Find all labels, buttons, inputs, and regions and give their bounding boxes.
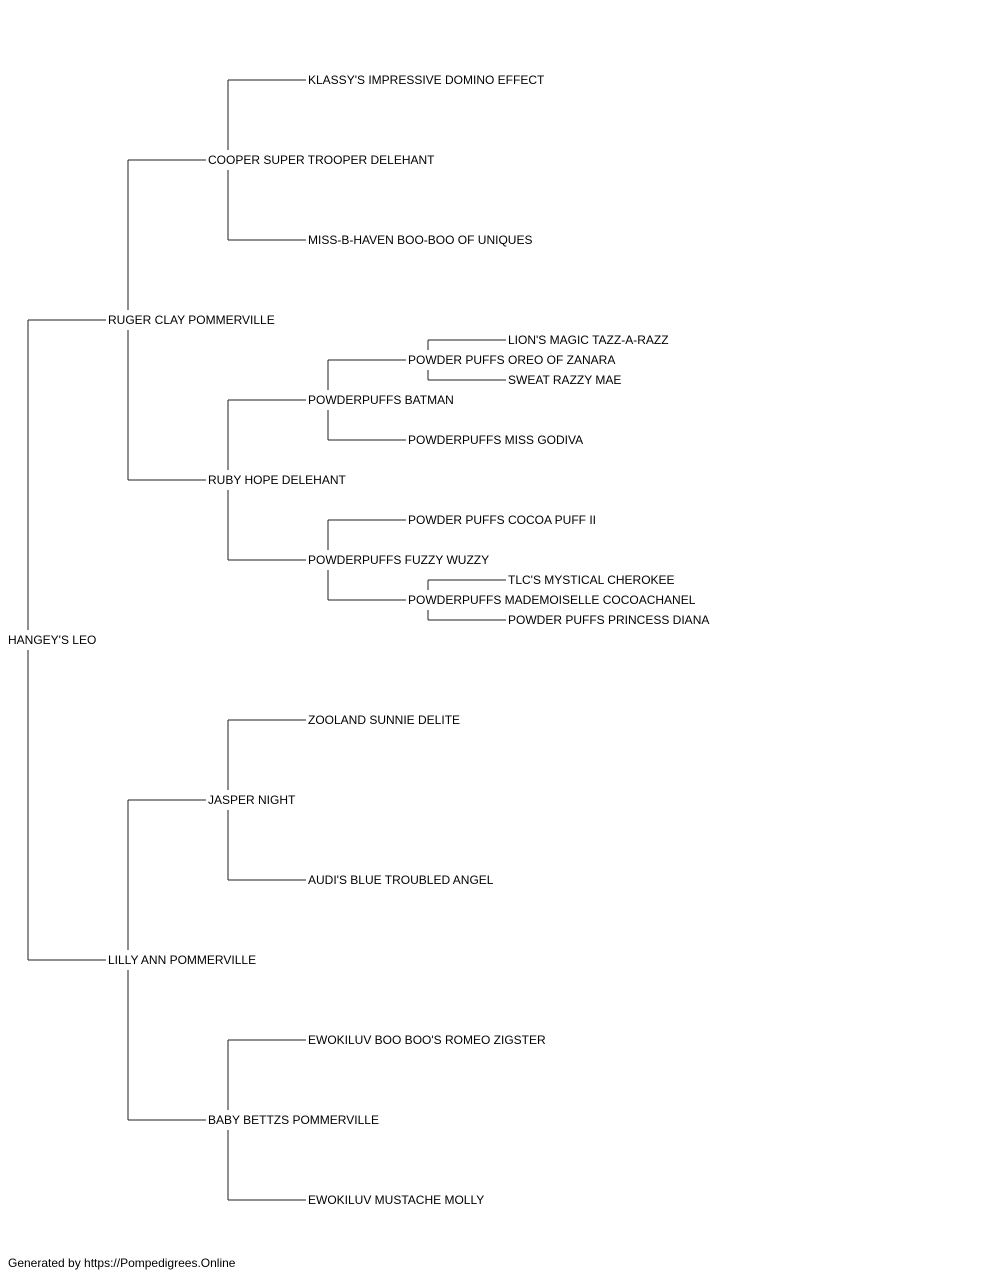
pedigree-node-zooland-sunnie-delite: ZOOLAND SUNNIE DELITE <box>308 713 460 727</box>
pedigree-node-sweat-razzy-mae: SWEAT RAZZY MAE <box>508 373 621 387</box>
pedigree-node-lion-s-magic-tazz-a-razz: LION'S MAGIC TAZZ-A-RAZZ <box>508 333 669 347</box>
pedigree-node-tlc-s-mystical-cherokee: TLC'S MYSTICAL CHEROKEE <box>508 573 675 587</box>
pedigree-node-cooper-super-trooper-delehant: COOPER SUPER TROOPER DELEHANT <box>208 153 435 167</box>
pedigree-node-jasper-night: JASPER NIGHT <box>208 793 296 807</box>
pedigree-node-powder-puffs-princess-diana: POWDER PUFFS PRINCESS DIANA <box>508 613 709 627</box>
pedigree-node-lilly-ann-pommerville: LILLY ANN POMMERVILLE <box>108 953 256 967</box>
pedigree-node-powderpuffs-miss-godiva: POWDERPUFFS MISS GODIVA <box>408 433 583 447</box>
pedigree-node-klassy-s-impressive-domino-effect: KLASSY'S IMPRESSIVE DOMINO EFFECT <box>308 73 545 87</box>
pedigree-node-ruby-hope-delehant: RUBY HOPE DELEHANT <box>208 473 346 487</box>
pedigree-node-hangey-s-leo: HANGEY'S LEO <box>8 633 96 647</box>
pedigree-node-powder-puffs-oreo-of-zanara: POWDER PUFFS OREO OF ZANARA <box>408 353 615 367</box>
pedigree-node-powderpuffs-fuzzy-wuzzy: POWDERPUFFS FUZZY WUZZY <box>308 553 489 567</box>
pedigree-node-ruger-clay-pommerville: RUGER CLAY POMMERVILLE <box>108 313 275 327</box>
pedigree-node-ewokiluv-mustache-molly: EWOKILUV MUSTACHE MOLLY <box>308 1193 484 1207</box>
pedigree-node-baby-bettzs-pommerville: BABY BETTZS POMMERVILLE <box>208 1113 379 1127</box>
pedigree-node-powder-puffs-cocoa-puff-ii: POWDER PUFFS COCOA PUFF II <box>408 513 596 527</box>
pedigree-node-powderpuffs-batman: POWDERPUFFS BATMAN <box>308 393 454 407</box>
pedigree-node-powderpuffs-mademoiselle-cocoachanel: POWDERPUFFS MADEMOISELLE COCOACHANEL <box>408 593 696 607</box>
footer-credit: Generated by https://Pompedigrees.Online <box>8 1256 236 1270</box>
pedigree-node-miss-b-haven-boo-boo-of-uniques: MISS-B-HAVEN BOO-BOO OF UNIQUES <box>308 233 532 247</box>
pedigree-node-ewokiluv-boo-boo-s-romeo-zigster: EWOKILUV BOO BOO'S ROMEO ZIGSTER <box>308 1033 546 1047</box>
pedigree-node-audi-s-blue-troubled-angel: AUDI'S BLUE TROUBLED ANGEL <box>308 873 494 887</box>
